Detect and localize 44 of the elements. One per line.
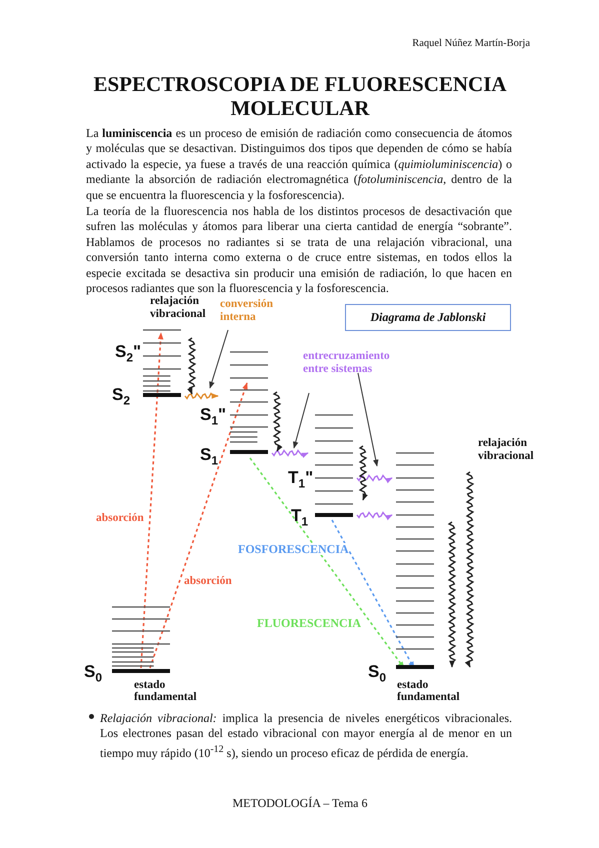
page-title: ESPECTROSCOPIA DE FLUORESCENCIA MOLECULAR [92, 72, 508, 120]
dashed-arrow [140, 332, 164, 668]
energy-level-ladder [230, 351, 268, 455]
wavy-arrow [271, 449, 309, 458]
state-label: S$_{0}$ [84, 662, 102, 684]
wavy-arrow [184, 392, 219, 400]
wavy-arrow [358, 445, 368, 501]
wavy-arrow [356, 474, 393, 484]
wavy-arrow [464, 471, 474, 668]
author-name: Raquel Núñez Martín-Borja [411, 37, 530, 51]
dashed-arrow [149, 382, 248, 668]
edge-label: FLUORESCENCIA [257, 617, 362, 629]
process-label: entrecruzamiento entre sistemas [303, 350, 413, 376]
process-label: conversión interna [220, 298, 290, 324]
edge-label: FOSFORESCENCIA [238, 543, 349, 555]
energy-level-ladder [315, 414, 353, 518]
leader-line [292, 392, 310, 449]
state-label: T$_{1}$" [288, 468, 314, 490]
energy-level-ladder [396, 452, 434, 670]
edge-label: absorción [184, 575, 232, 587]
wavy-arrow [187, 337, 196, 395]
paragraph: La teoría de la fluorescencia nos habla de los distintos procesos de desactivación que sufren las moléculas y átomos para liberar una cierta cantidad de energía “sobrante”. Hablamos de procesos no radiantes si se trata de una relajación vibracional, una conversión tanto interna como externa o de cruce entre sistemas, en todos ellos la especie excitada se desactiva sin producir una emisión de radiación, lo que hacen en procesos radiantes que son la fluorescencia y la fosforescencia. [86, 204, 512, 296]
footer-text: METODOLOGÍA – Tema 6 [231, 796, 369, 812]
state-label: S$_{0}$ [368, 662, 386, 684]
state-label: S$_{2}$ [112, 385, 130, 408]
state-caption: estado fundamental [134, 679, 198, 703]
process-label: relajación vibracional [478, 437, 535, 463]
process-label: relajación vibracional [150, 295, 207, 321]
state-label: S$_{1}$" [200, 405, 226, 428]
leader-line [358, 372, 378, 467]
edge-label: absorción [96, 512, 144, 524]
state-label: S$_{2}$" [115, 342, 142, 364]
state-label: T$_{1}$ [291, 506, 308, 528]
leader-line [209, 330, 228, 389]
energy-level-ladder [143, 329, 181, 398]
wavy-arrow [272, 391, 283, 452]
title-box: Diagrama de Jablonski [345, 304, 511, 331]
paragraph: La luminiscencia es un proceso de emisión de radiación como consecuencia de átomos y moléculas que se desactivan. Distinguimos dos tipos que dependen de cómo se había activado la especie, ya fuese a través de una reacción química (quimioluminiscencia) o mediante la absorción de radiación electromagnética (fotoluminiscencia, dentro de la que se encuentra la fluorescencia y la fosforescencia). [86, 126, 512, 204]
state-label: S$_{1}$ [200, 445, 218, 468]
wavy-arrow [448, 521, 456, 668]
energy-level-ladder [112, 606, 170, 674]
bullet-paragraph: Relajación vibracional: implica la presencia de niveles energéticos vibracionales. Los electrones pasan del estado vibracional con mayor energía al de menor en un tiempo muy rápido (10$^{-12}$ s), siendo un proceso eficaz de pérdida de energía. [100, 711, 512, 762]
wavy-arrow [356, 511, 393, 520]
state-caption: estado fundamental [397, 679, 461, 703]
